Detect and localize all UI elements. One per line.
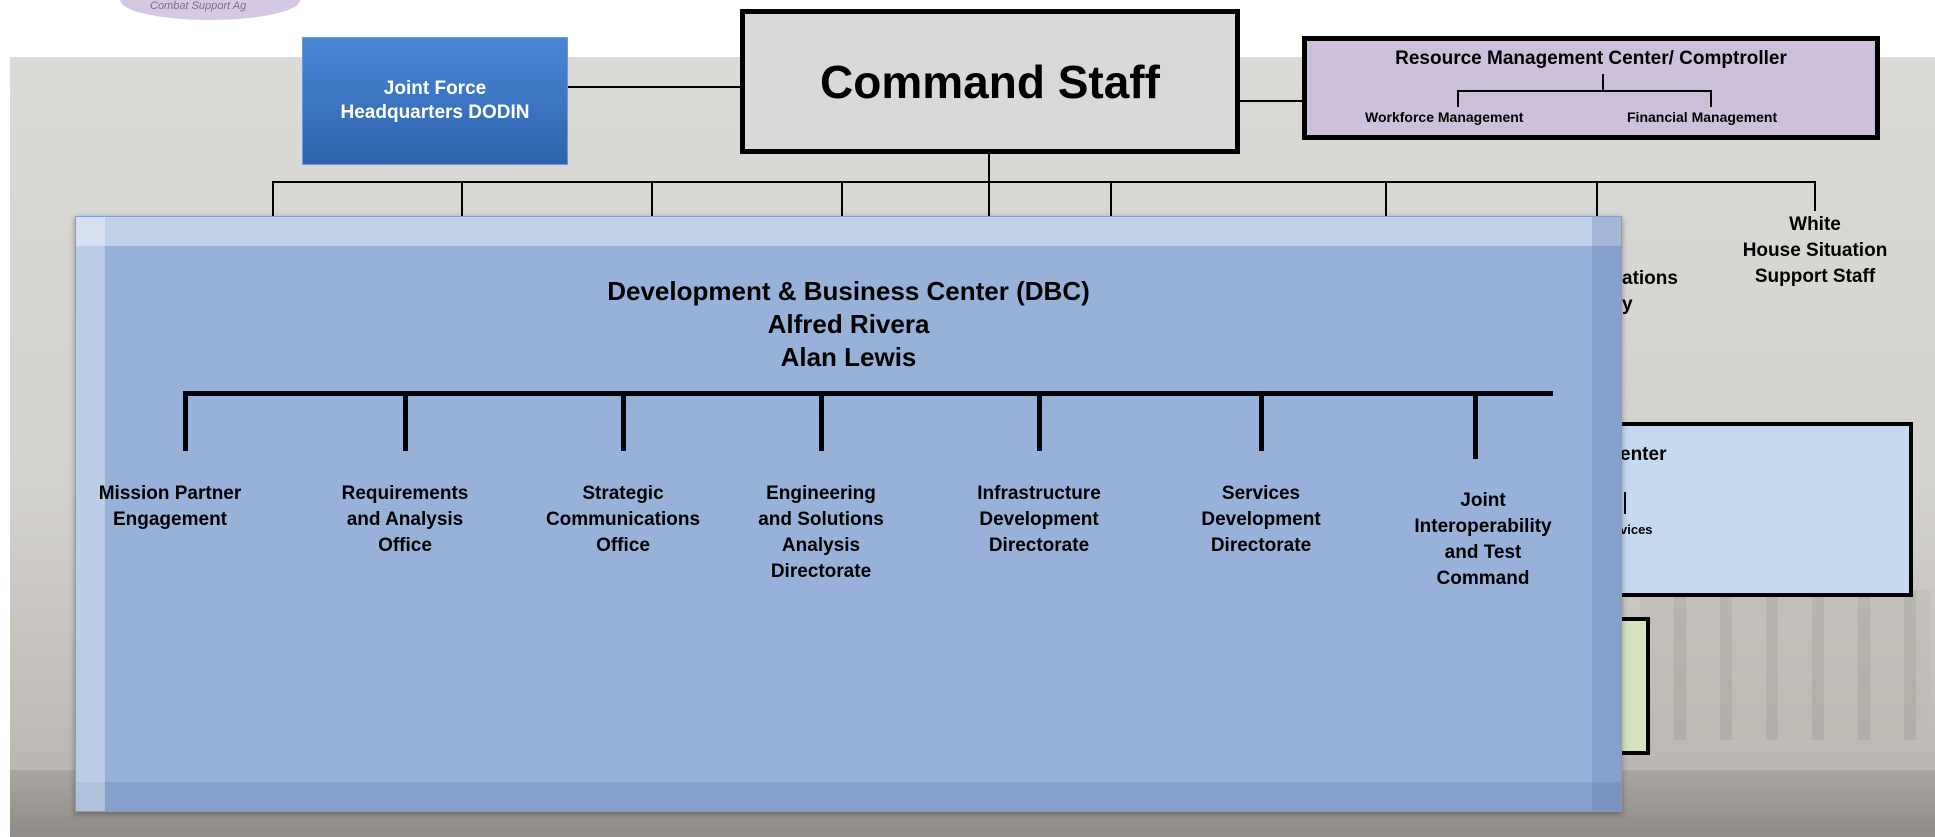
connector-drop — [1110, 181, 1112, 217]
peek-text: ations — [1622, 268, 1678, 289]
division-label-line: Strategic — [582, 483, 664, 504]
division-label-line: Requirements — [341, 483, 469, 504]
division-engineering-solutions: Engineering and Solutions Analysis Direc… — [731, 481, 911, 585]
jfhq-line2: Headquarters DODIN — [340, 102, 530, 123]
division-label-line: Directorate — [988, 535, 1090, 556]
division-infrastructure-development: Infrastructure Development Directorate — [949, 481, 1129, 559]
division-label-line: Development — [979, 509, 1099, 530]
division-label-line: Mission Partner — [98, 483, 242, 504]
division-label-line: Office — [596, 535, 650, 556]
division-label-line: Development — [1201, 509, 1321, 530]
division-label-line: Communications — [545, 509, 701, 530]
division-label-line: Interoperability — [1414, 516, 1552, 537]
dbc-person2: Alan Lewis — [780, 342, 917, 372]
dbc-connector-drop — [621, 391, 626, 451]
division-label-line: and Solutions — [758, 509, 884, 530]
division-label-line: Engineering — [766, 483, 876, 504]
division-label-line: Office — [378, 535, 432, 556]
white-house-line2: House Situation — [1742, 240, 1888, 261]
connector-command-down — [988, 154, 990, 182]
rmc-item-workforce: Workforce Management — [1365, 109, 1524, 125]
rmc-connector — [1457, 90, 1712, 92]
rmc-connector — [1710, 90, 1712, 107]
division-label-line: and Analysis — [346, 509, 464, 530]
division-requirements-analysis: Requirements and Analysis Office — [315, 481, 495, 559]
dbc-panel: Development & Business Center (DBC) Alfr… — [75, 216, 1622, 812]
dbc-connector-drop — [1473, 391, 1478, 459]
rmc-connector — [1457, 90, 1459, 107]
rmc-connector — [1602, 74, 1604, 91]
jfhq-box: Joint Force Headquarters DODIN — [302, 37, 568, 165]
dbc-connector-drop — [1037, 391, 1042, 451]
connector-drop — [272, 181, 274, 217]
rmc-title: Resource Management Center/ Comptroller — [1395, 48, 1787, 69]
center-sub: vices — [1620, 522, 1653, 537]
division-label-line: Analysis — [781, 535, 861, 556]
division-label-line: and Test — [1444, 542, 1522, 563]
division-label-line: Directorate — [770, 561, 872, 582]
division-label-line: Infrastructure — [977, 483, 1101, 504]
center-label: enter — [1620, 444, 1667, 465]
division-label-line: Command — [1436, 568, 1530, 589]
division-label-line: Engagement — [112, 509, 228, 530]
peek-text: y — [1622, 294, 1633, 315]
dbc-connector-bus — [183, 391, 1553, 396]
connector-jfhq — [568, 86, 740, 88]
white-house-line1: White — [1789, 214, 1841, 235]
command-staff-box: Command Staff — [740, 9, 1240, 154]
dbc-person1: Alfred Rivera — [767, 309, 930, 339]
background-building — [1640, 590, 1930, 740]
center-connector — [1624, 492, 1626, 514]
division-label-line: Services — [1221, 483, 1301, 504]
logo-text: Combat Support Ag — [150, 0, 247, 12]
jfhq-line1: Joint Force — [383, 78, 487, 99]
rmc-item-financial: Financial Management — [1627, 109, 1778, 125]
dbc-connector-drop — [1259, 391, 1264, 451]
dbc-connector-drop — [183, 391, 188, 451]
division-mission-partner: Mission Partner Engagement — [80, 481, 260, 533]
connector-drop — [841, 181, 843, 217]
white-house-support-staff: White House Situation Support Staff — [1700, 212, 1930, 290]
division-label-line: Directorate — [1210, 535, 1312, 556]
connector-drop — [1814, 181, 1816, 211]
connector-drop — [1596, 181, 1598, 217]
connector-drop — [988, 181, 990, 217]
background-center-box: enter vices — [1600, 422, 1913, 597]
division-strategic-communications: Strategic Communications Office — [533, 481, 713, 559]
connector-drop — [1385, 181, 1387, 217]
dbc-title: Development & Business Center (DBC) — [607, 276, 1090, 306]
division-label-line: Joint — [1460, 490, 1506, 511]
white-house-line3: Support Staff — [1754, 266, 1876, 287]
division-jitc: Joint Interoperability and Test Command — [1393, 488, 1573, 592]
connector-horizontal-bus — [272, 181, 1816, 183]
connector-drop — [651, 181, 653, 217]
division-services-development: Services Development Directorate — [1171, 481, 1351, 559]
dbc-connector-drop — [403, 391, 408, 451]
connector-rmc — [1240, 100, 1302, 102]
dbc-connector-drop — [819, 391, 824, 451]
resource-management-box: Resource Management Center/ Comptroller … — [1302, 36, 1880, 140]
connector-drop — [461, 181, 463, 217]
agency-logo — [120, 0, 300, 20]
